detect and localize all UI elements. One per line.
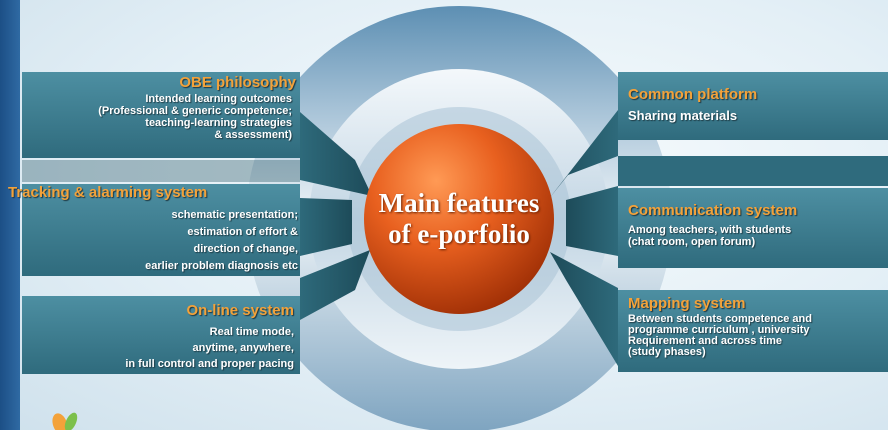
- panel-mapping: [618, 290, 888, 372]
- panel-obe-shadow: [22, 160, 300, 182]
- desc-line: Intended learning outcomes: [145, 93, 292, 105]
- feature-desc-online: Real time mode, anytime, anywhere, in fu…: [22, 324, 294, 372]
- feature-desc-communication: Among teachers, with students (chat room…: [628, 224, 884, 248]
- desc-line: teaching-learning strategies: [145, 117, 292, 129]
- connector-left-2: [300, 198, 352, 256]
- feature-title-online: On-line system: [186, 302, 294, 319]
- desc-line: (chat room, open forum): [628, 236, 756, 248]
- center-title-line-2: of e-porfolio: [388, 219, 530, 249]
- feature-desc-obe: Intended learning outcomes (Professional…: [22, 93, 292, 141]
- desc-line: Between students competence and: [628, 313, 812, 325]
- desc-line: schematic presentation;: [171, 209, 298, 221]
- panel-tracking: [22, 184, 300, 276]
- desc-line: (Professional & generic competence;: [98, 105, 292, 117]
- desc-line: Requirement and across time: [628, 335, 783, 347]
- connector-right-3: [550, 252, 618, 366]
- center-circle: [364, 124, 554, 314]
- desc-line: estimation of effort &: [187, 226, 298, 238]
- desc-line: Among teachers, with students: [628, 224, 792, 236]
- desc-line: anytime, anywhere,: [192, 342, 295, 354]
- desc-line: (study phases): [628, 346, 706, 358]
- desc-line: Sharing materials: [628, 108, 738, 123]
- connector-right-2: [566, 186, 618, 256]
- desc-line: earlier problem diagnosis etc: [145, 260, 298, 272]
- center-title-line-1: Main features: [378, 188, 540, 218]
- connector-right-1: [548, 110, 618, 200]
- panel-obe: [22, 72, 300, 158]
- feature-title-mapping: Mapping system: [628, 295, 746, 312]
- panel-common-platform: [618, 72, 888, 140]
- panel-online: [22, 296, 300, 374]
- desc-line: & assessment): [214, 129, 292, 141]
- desc-line: programme curriculum , university: [628, 324, 810, 336]
- panel-band-right: [618, 156, 888, 186]
- desc-line: direction of change,: [193, 243, 298, 255]
- center-title: Main features of e-porfolio: [352, 188, 566, 250]
- left-sidebar-band: [0, 0, 20, 430]
- feature-desc-tracking: schematic presentation; estimation of ef…: [22, 207, 298, 275]
- connector-left-3: [300, 250, 370, 320]
- panel-communication: [618, 188, 888, 268]
- connector-left-1: [300, 112, 372, 196]
- feature-desc-common-platform: Sharing materials: [628, 108, 884, 123]
- feature-desc-mapping: Between students competence and programm…: [628, 314, 886, 358]
- leaf-icon: [52, 412, 78, 430]
- desc-line: Real time mode,: [209, 326, 294, 338]
- desc-line: in full control and proper pacing: [125, 358, 294, 370]
- feature-title-obe: OBE philosophy: [179, 74, 296, 91]
- feature-title-common-platform: Common platform: [628, 86, 758, 103]
- feature-title-tracking: Tracking & alarming system: [8, 184, 208, 201]
- feature-title-communication: Communication system: [628, 202, 798, 219]
